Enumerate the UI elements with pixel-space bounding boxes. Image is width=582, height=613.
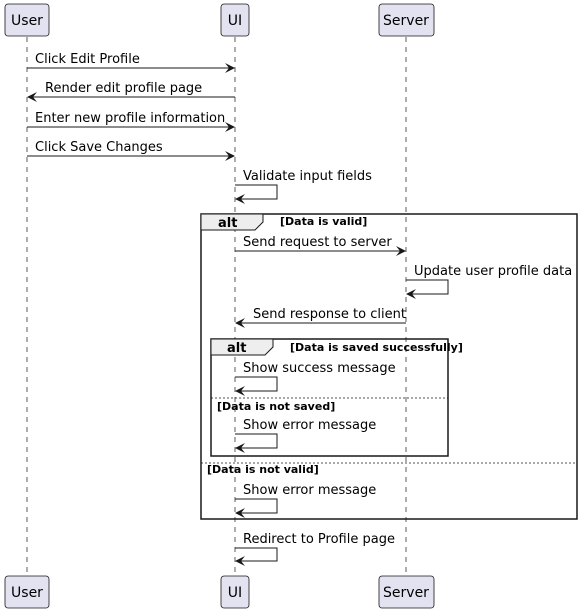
participant-label: UI <box>228 13 242 29</box>
self-message-show-error-inner: Show error message <box>235 418 376 453</box>
message-click-save-changes: Click Save Changes <box>27 140 235 161</box>
alt-fragment-inner: alt [Data is saved successfully] [Data i… <box>210 338 463 457</box>
guard-condition: [Data is not valid] <box>207 463 319 476</box>
message-send-request-to-server: Send request to server <box>235 235 406 256</box>
message-label: Validate input fields <box>243 169 372 184</box>
participant-server-top: Server <box>378 3 435 37</box>
fragment-operator: alt <box>227 341 246 356</box>
message-render-edit-profile-page: Render edit profile page <box>27 81 235 102</box>
message-label: Send request to server <box>243 235 392 250</box>
message-label: Click Save Changes <box>35 140 163 155</box>
message-send-response-to-client: Send response to client <box>235 307 406 328</box>
participant-ui-bottom: UI <box>220 575 250 609</box>
participant-ui-top: UI <box>220 3 250 37</box>
alt-fragment-outer: alt [Data is valid] [Data is not valid] <box>200 213 578 520</box>
self-message-validate-input: Validate input fields <box>235 169 372 204</box>
message-label: Update user profile data <box>414 264 572 279</box>
self-message-redirect-profile: Redirect to Profile page <box>235 532 395 566</box>
guard-condition: [Data is not saved] <box>217 400 335 413</box>
message-label: Show success message <box>243 361 396 376</box>
participant-label: UI <box>228 585 242 601</box>
fragment-operator: alt <box>218 216 237 231</box>
message-label: Show error message <box>243 418 376 433</box>
message-label: Render edit profile page <box>45 81 202 96</box>
message-label: Click Edit Profile <box>35 52 140 67</box>
self-message-show-error-outer: Show error message <box>235 483 376 518</box>
guard-condition: [Data is valid] <box>280 215 367 228</box>
guard-condition: [Data is saved successfully] <box>290 341 463 354</box>
message-enter-new-profile-info: Enter new profile information <box>27 111 235 132</box>
participant-label: Server <box>383 13 429 29</box>
participant-label: User <box>11 585 43 601</box>
self-message-show-success: Show success message <box>235 361 396 396</box>
message-label: Redirect to Profile page <box>243 532 395 547</box>
self-message-update-profile-data: Update user profile data <box>406 264 572 299</box>
participant-label: Server <box>383 585 429 601</box>
message-label: Enter new profile information <box>35 111 225 126</box>
participant-server-bottom: Server <box>378 575 435 609</box>
participant-label: User <box>11 13 43 29</box>
message-click-edit-profile: Click Edit Profile <box>27 52 235 73</box>
participant-user-top: User <box>4 3 50 37</box>
message-label: Show error message <box>243 483 376 498</box>
participant-user-bottom: User <box>4 575 50 609</box>
message-label: Send response to client <box>253 307 406 322</box>
